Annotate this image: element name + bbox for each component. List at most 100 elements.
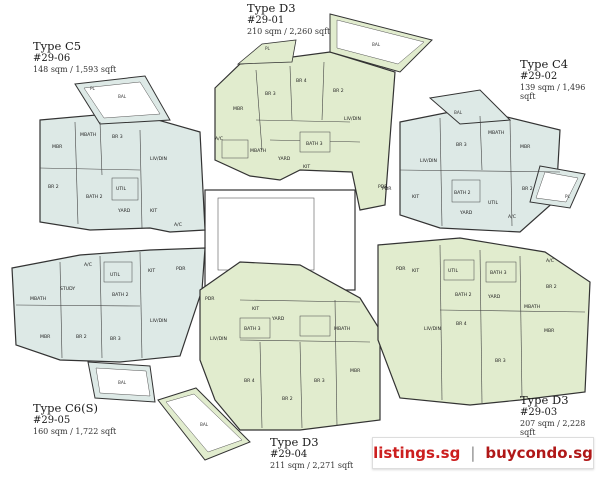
svg-text:BR 2: BR 2 [522,186,533,192]
unit-29-01-plan: MBR BR 3 BR 4 BR 2 LIV/DIN BATH 3 MBATH … [214,13,433,211]
unit-29-02-plan: LIV/DIN BR 3 MBATH MBR BR 2 BATH 2 KIT Y… [382,89,586,233]
watermark-badge: listings.sg | buycondo.sg [372,437,594,469]
watermark-separator: | [470,444,476,462]
unit-area: 211 sqm / 2,271 sqft [270,460,354,470]
svg-text:MBR: MBR [52,144,63,150]
unit-29-06-plan: MBR MBATH BR 3 LIV/DIN BR 2 BATH 2 UTIL … [39,75,206,233]
unit-area: 139 sqm / 1,496 sqft [520,82,586,101]
svg-text:BR 3: BR 3 [456,142,467,148]
svg-text:MBR: MBR [350,368,361,374]
svg-text:PDR: PDR [396,266,406,272]
svg-text:KIT: KIT [412,268,419,274]
svg-text:UTIL: UTIL [110,272,121,278]
svg-text:BR 2: BR 2 [546,284,557,290]
svg-text:A/C: A/C [508,214,516,220]
svg-text:PDR: PDR [382,186,392,192]
svg-text:A/C: A/C [174,222,182,228]
unit-label-29-05: Type C6(S) #29-05 160 sqm / 1,722 sqft [33,401,117,436]
unit-type: Type D3 [270,435,319,449]
svg-text:BATH 3: BATH 3 [244,326,261,332]
svg-text:UTIL: UTIL [448,268,459,274]
svg-text:PDR: PDR [176,266,186,272]
svg-text:KIT: KIT [150,208,157,214]
svg-text:BR 4: BR 4 [244,378,255,384]
svg-text:BAL: BAL [118,94,127,99]
svg-text:BAL: BAL [372,42,381,47]
unit-type: Type C4 [520,57,569,71]
svg-text:BR 2: BR 2 [333,88,344,94]
svg-text:KIT: KIT [303,164,310,170]
svg-text:BR 2: BR 2 [282,396,293,402]
svg-text:PL: PL [90,86,96,91]
unit-29-03-plan: KIT UTIL BATH 3 YARD BATH 2 BR 2 LIV/DIN… [377,237,591,406]
svg-text:BAL: BAL [118,380,127,385]
svg-text:LIV/DIN: LIV/DIN [344,116,361,122]
unit-number: #29-05 [33,415,71,427]
svg-text:MBATH: MBATH [488,130,504,136]
unit-area: 210 sqm / 2,260 sqft [247,26,331,36]
svg-text:PL: PL [565,194,571,199]
core-void [217,197,315,271]
svg-text:YARD: YARD [271,316,285,322]
svg-text:YARD: YARD [277,156,291,162]
svg-text:MBR: MBR [233,106,244,112]
svg-text:LIV/DIN: LIV/DIN [150,318,167,324]
svg-text:MBATH: MBATH [250,148,266,154]
unit-area: 148 sqm / 1,593 sqft [33,64,117,74]
svg-text:BR 3: BR 3 [110,336,121,342]
svg-text:BR 4: BR 4 [296,78,307,84]
svg-text:YARD: YARD [459,210,473,216]
unit-area: 207 sqm / 2,228 sqft [520,418,586,437]
svg-text:BAL: BAL [200,422,209,427]
svg-text:A/C: A/C [84,262,92,268]
svg-text:PDR: PDR [205,296,215,302]
svg-text:A/C: A/C [546,258,554,264]
svg-text:KIT: KIT [252,306,259,312]
svg-text:MBR: MBR [520,144,531,150]
watermark-listings: listings.sg [373,444,461,462]
svg-text:PDR: PDR [378,184,388,190]
svg-text:BATH 3: BATH 3 [306,141,323,147]
unit-type: Type C5 [33,39,82,53]
svg-text:BR 3: BR 3 [112,134,123,140]
svg-text:KIT: KIT [148,268,155,274]
svg-text:BR 2: BR 2 [76,334,87,340]
svg-text:LIV/DIN: LIV/DIN [420,158,437,164]
svg-text:LIV/DIN: LIV/DIN [210,336,227,342]
svg-text:BR 3: BR 3 [265,91,276,97]
svg-text:MBATH: MBATH [334,326,350,332]
unit-number: #29-01 [247,15,285,27]
svg-text:LIV/DIN: LIV/DIN [150,156,167,162]
unit-number: #29-02 [520,71,558,83]
svg-text:BR 3: BR 3 [495,358,506,364]
unit-number: #29-03 [520,407,558,419]
svg-text:A/C: A/C [215,136,223,142]
svg-text:MBR: MBR [544,328,555,334]
svg-text:BAL: BAL [454,110,463,115]
svg-text:UTIL: UTIL [488,200,499,206]
svg-text:BATH 2: BATH 2 [454,190,471,196]
svg-text:BR 2: BR 2 [48,184,59,190]
unit-label-29-04: Type D3 #29-04 211 sqm / 2,271 sqft [270,435,354,470]
svg-text:BATH 2: BATH 2 [112,292,129,298]
unit-type: Type D3 [520,393,569,407]
svg-text:STUDY: STUDY [60,286,75,292]
svg-text:MBATH: MBATH [80,132,96,138]
unit-label-29-06: Type C5 #29-06 148 sqm / 1,593 sqft [33,39,117,74]
svg-text:PL: PL [265,46,271,51]
svg-text:UTIL: UTIL [116,186,127,192]
unit-area: 160 sqm / 1,722 sqft [33,426,117,436]
svg-text:MBATH: MBATH [524,304,540,310]
unit-29-04-plan: KIT BATH 3 MBATH LIV/DIN BR 4 BR 3 BR 2 … [157,261,381,461]
svg-text:KIT: KIT [412,194,419,200]
svg-text:YARD: YARD [487,294,501,300]
unit-29-05-plan: MBATH STUDY UTIL KIT MBR BR 2 BR 3 LIV/D… [11,247,206,403]
svg-text:YARD: YARD [117,208,131,214]
svg-text:MBR: MBR [40,334,51,340]
svg-text:BATH 2: BATH 2 [86,194,103,200]
unit-label-29-02: Type C4 #29-02 139 sqm / 1,496 sqft [520,57,600,101]
unit-type: Type C6(S) [33,401,98,415]
unit-label-29-01: Type D3 #29-01 210 sqm / 2,260 sqft [247,1,331,36]
unit-number: #29-04 [270,449,308,461]
